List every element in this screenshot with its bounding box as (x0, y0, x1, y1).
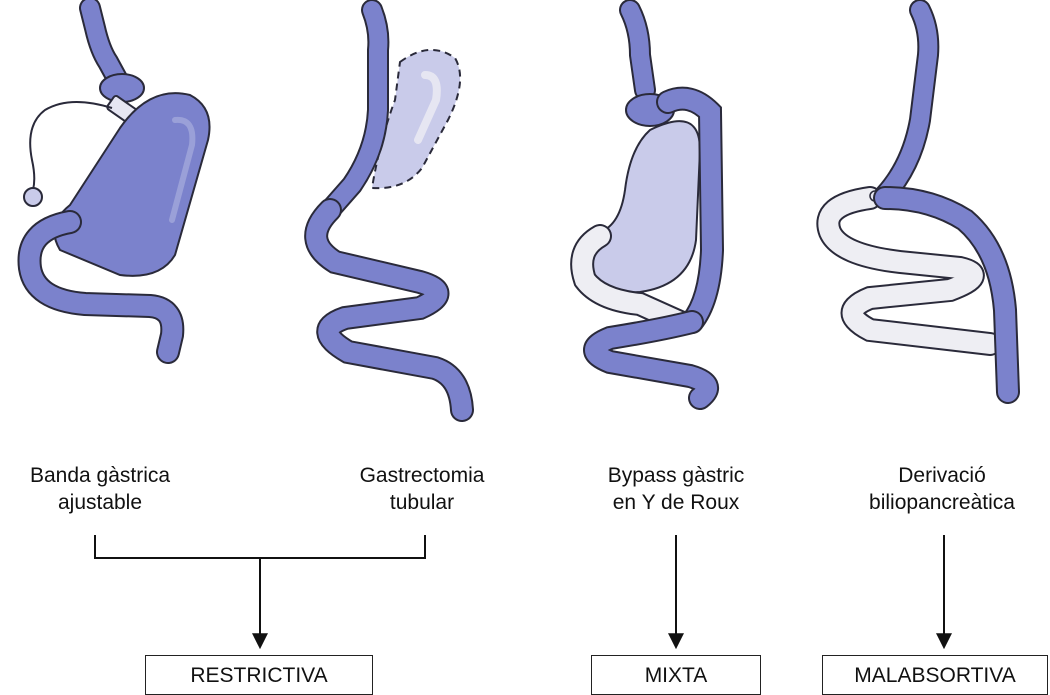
label-line: Derivació (842, 462, 1042, 489)
label-biliopancreatic-diversion: Derivació biliopancreàtica (842, 462, 1042, 516)
category-malabsorptive-box: MALABSORTIVA (822, 655, 1048, 695)
label-line: Banda gàstrica (0, 462, 200, 489)
category-label: RESTRICTIVA (190, 664, 327, 687)
restrictive-bracket (95, 535, 425, 558)
category-mixed-box: MIXTA (591, 655, 761, 695)
label-sleeve-gastrectomy: Gastrectomia tubular (322, 462, 522, 516)
category-label: MIXTA (645, 664, 708, 687)
label-line: tubular (322, 489, 522, 516)
category-restrictive-box: RESTRICTIVA (145, 655, 373, 695)
connectors (95, 535, 944, 646)
sleeve-gastrectomy-illustration (316, 10, 462, 410)
roux-en-y-gastric-bypass-illustration (573, 10, 712, 398)
label-line: Gastrectomia (322, 462, 522, 489)
label-line: en Y de Roux (576, 489, 776, 516)
adjustable-gastric-band-illustration (24, 8, 210, 352)
label-line: ajustable (0, 489, 200, 516)
label-line: biliopancreàtica (842, 489, 1042, 516)
category-label: MALABSORTIVA (854, 664, 1015, 687)
biliopancreatic-diversion-illustration (828, 10, 1008, 392)
label-gastric-bypass: Bypass gàstric en Y de Roux (576, 462, 776, 516)
bariatric-surgery-diagram (0, 0, 1050, 668)
label-adjustable-gastric-band: Banda gàstrica ajustable (0, 462, 200, 516)
label-line: Bypass gàstric (576, 462, 776, 489)
